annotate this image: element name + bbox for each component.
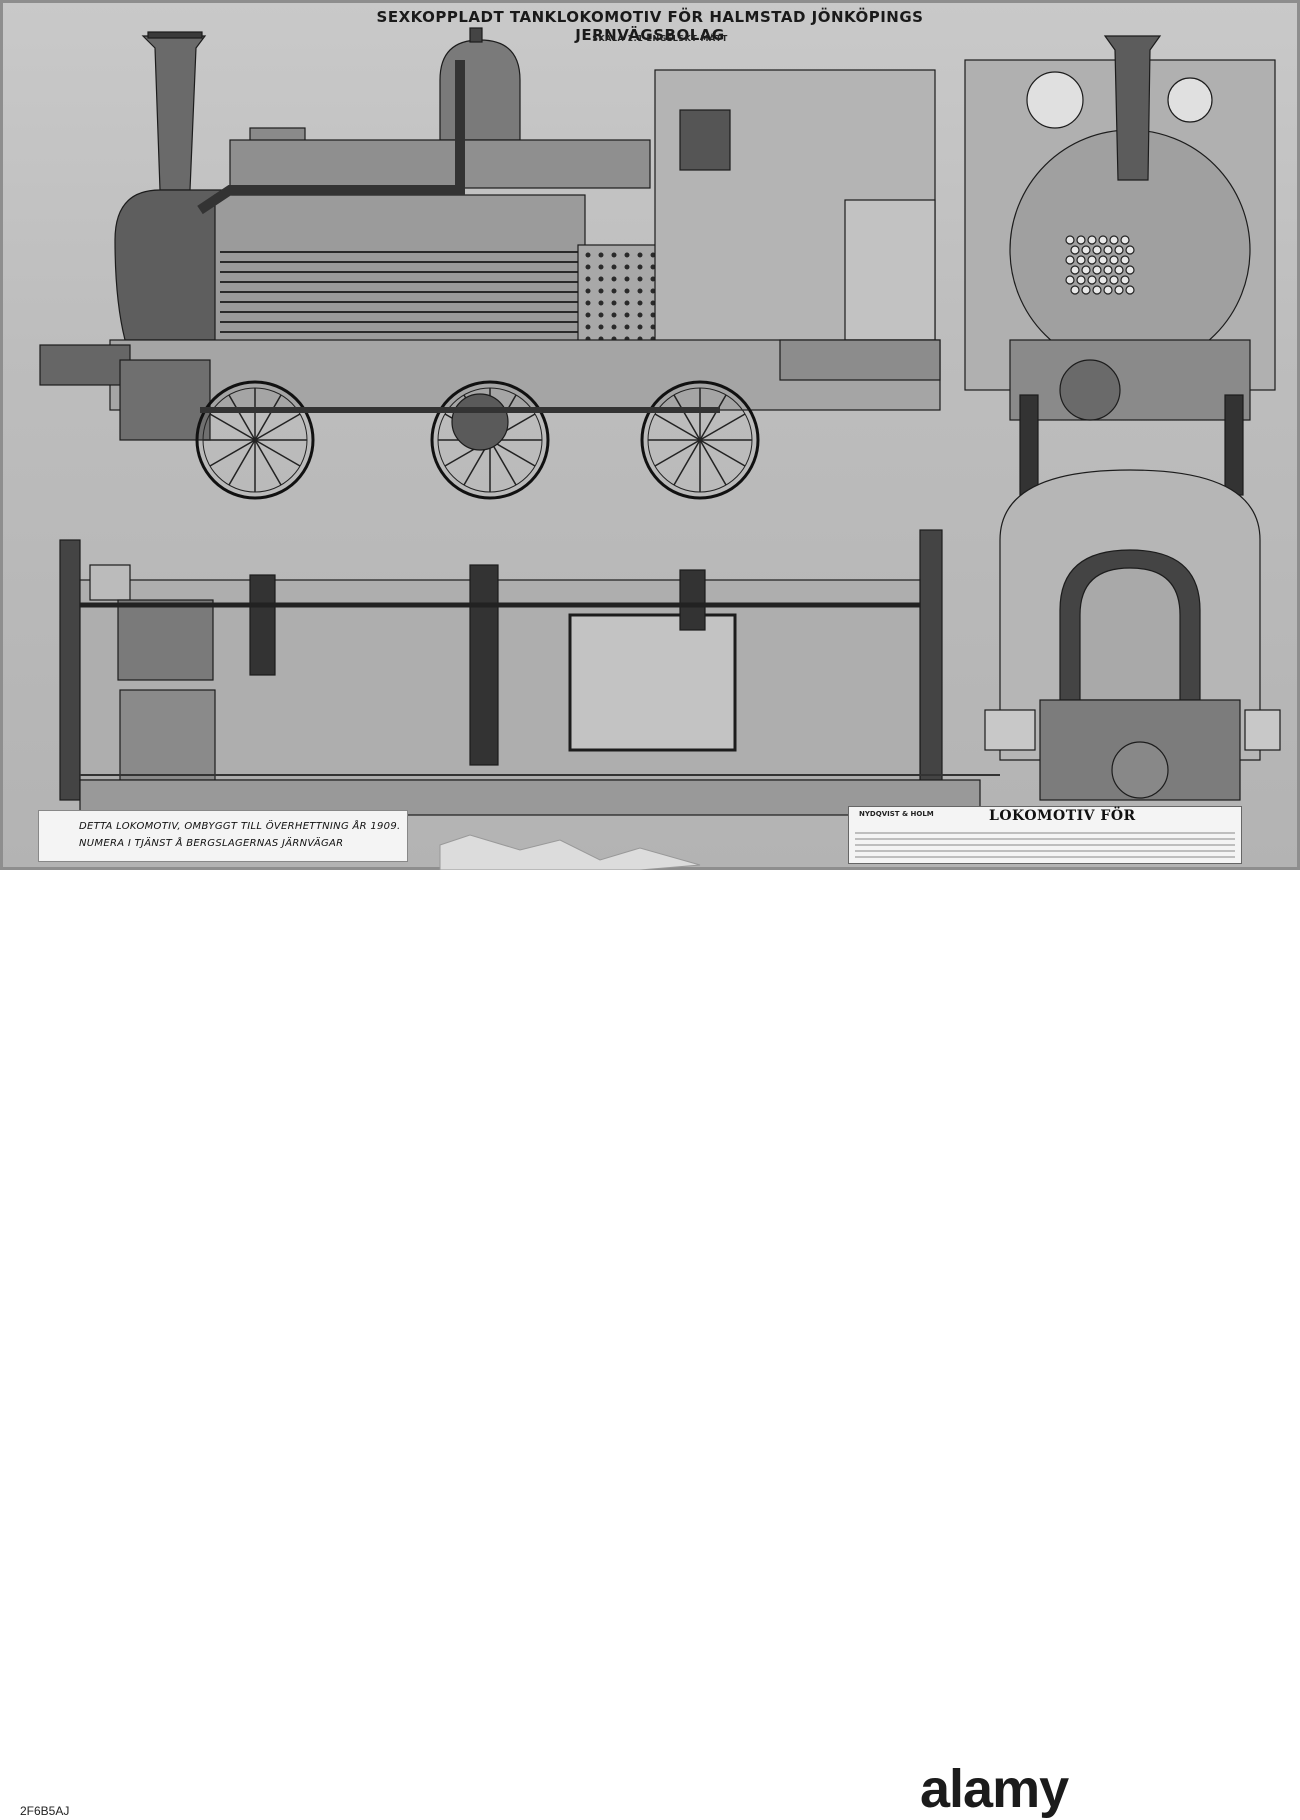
- drawing-title: SEXKOPPLADT TANKLOKOMOTIV FÖR HALMSTAD J…: [376, 8, 924, 44]
- stock-image-id: 2F6B5AJ: [20, 1804, 70, 1818]
- plate-heading: LOKOMOTIV FÖR: [989, 808, 1136, 824]
- side-elevation: [39, 27, 941, 500]
- backhead-view: [984, 469, 1281, 801]
- plate-maker: NYDQVIST & HOLM: [859, 810, 934, 818]
- plate-tables: [855, 832, 1235, 858]
- blueprint-sheet: SEXKOPPLADT TANKLOKOMOTIV FÖR HALMSTAD J…: [0, 0, 1300, 870]
- front-elevation: [964, 35, 1276, 496]
- stock-brand: alamy: [920, 1759, 1069, 1819]
- drawing-scale: SKALA 1:1 ENGELSKT MÅTT: [592, 34, 728, 43]
- locomotive-drawing: [0, 0, 1300, 870]
- stock-footer: alamy 2F6B5AJ: [0, 870, 1300, 1819]
- conversion-note: DETTA LOKOMOTIV, OMBYGGT TILL ÖVERHETTNI…: [38, 810, 408, 862]
- note-line-2: NUMERA I TJÄNST Å BERGSLAGERNAS JÄRNVÄGA…: [79, 838, 344, 849]
- title-plate: NYDQVIST & HOLM LOKOMOTIV FÖR: [848, 806, 1242, 864]
- note-line-1: DETTA LOKOMOTIV, OMBYGGT TILL ÖVERHETTNI…: [79, 821, 401, 832]
- plan-view: [59, 529, 1000, 816]
